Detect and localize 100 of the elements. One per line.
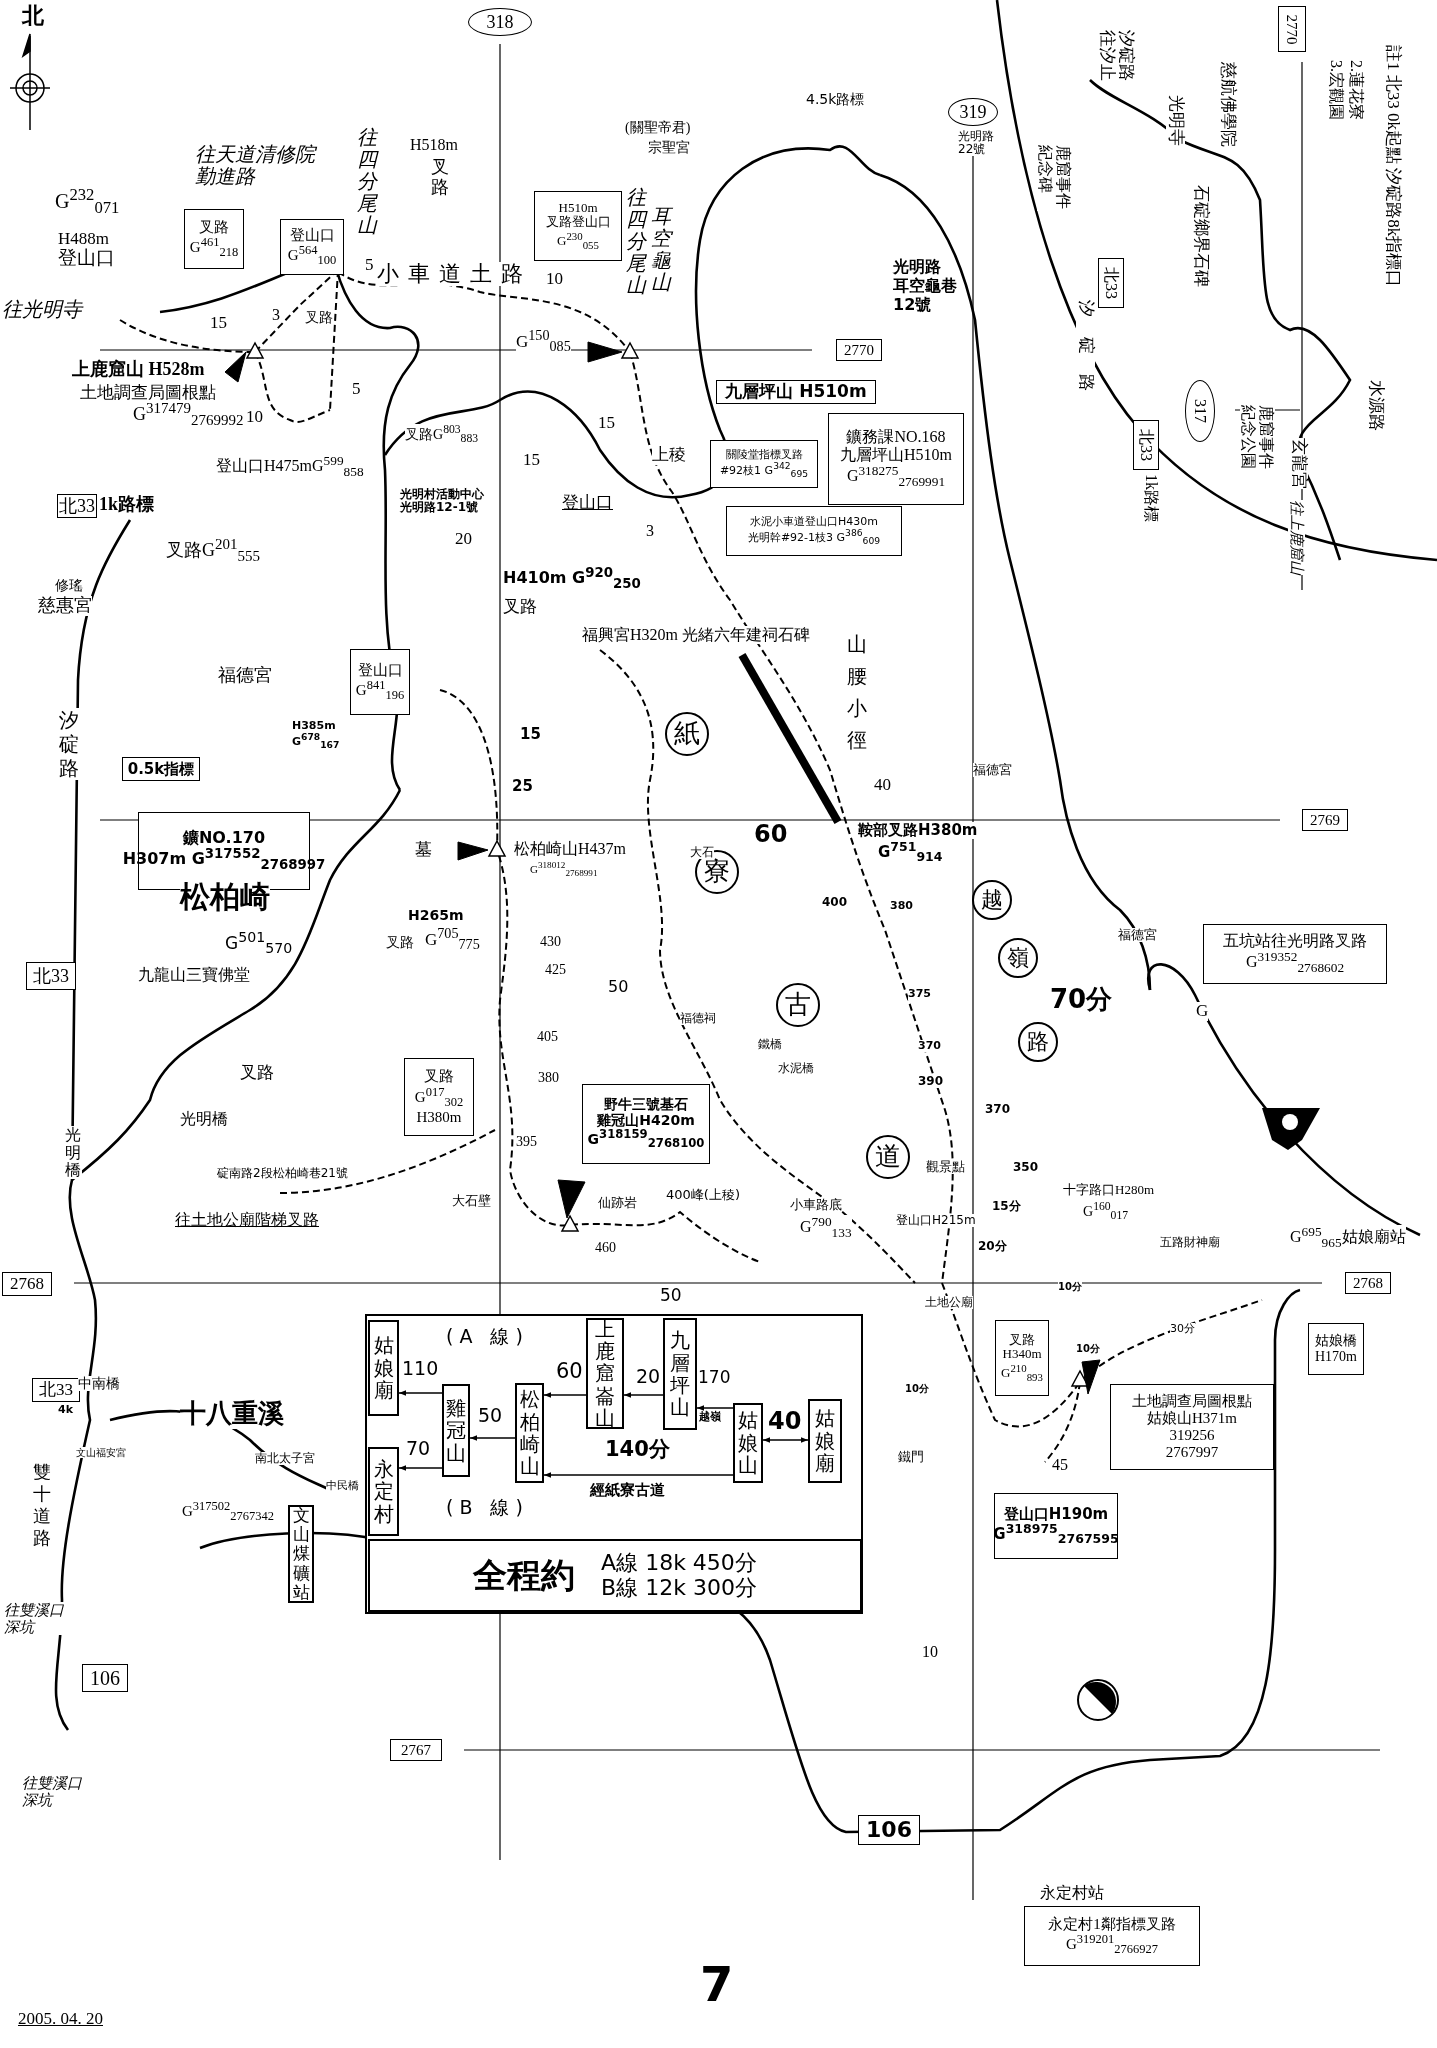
place-label: 4.5k路標 bbox=[806, 92, 865, 108]
note-text: 2.蓮花寮 bbox=[1347, 60, 1365, 120]
place-label: 慈惠宮 bbox=[38, 596, 92, 616]
region-label: 松柏崎 bbox=[180, 880, 270, 913]
coordinate-number: 2770 bbox=[844, 341, 874, 359]
road-number: 317 bbox=[1191, 399, 1209, 423]
route-number: 北33 bbox=[59, 495, 95, 517]
grid-coordinate-box bbox=[390, 1739, 442, 1761]
place-label: 上稜 bbox=[652, 446, 686, 465]
info-text: 叉路 bbox=[424, 1068, 454, 1085]
summary-text: A線 18k 450分 bbox=[601, 1550, 757, 1576]
info-text: 姑娘山H371m bbox=[1147, 1410, 1237, 1427]
grid-coordinate-box bbox=[1345, 1272, 1391, 1294]
place-name: 姑娘廟 bbox=[814, 1407, 836, 1475]
place-label: 400峰(上稜) bbox=[666, 1188, 740, 1203]
place-label: 鹿窟事件紀念公園 bbox=[1239, 405, 1275, 471]
place-label: 水源路 bbox=[1366, 380, 1385, 431]
info-box bbox=[710, 440, 818, 488]
place-label: 碇南路2段松柏崎巷21號 bbox=[217, 1167, 348, 1181]
circled-character bbox=[998, 938, 1038, 978]
info-text: 鑛務課NO.168 bbox=[846, 428, 946, 447]
circled-character bbox=[1018, 1022, 1058, 1062]
circled-character bbox=[866, 1135, 910, 1179]
arrow bbox=[543, 1472, 734, 1478]
place-label: 光明寺 bbox=[1166, 95, 1185, 146]
place-name: 文山煤礦站 bbox=[292, 1506, 310, 1602]
place-box bbox=[515, 1383, 544, 1483]
place-label: 光明路 bbox=[893, 258, 941, 276]
info-box bbox=[184, 209, 244, 269]
place-name: 上鹿窟崙山 bbox=[594, 1317, 616, 1430]
info-box bbox=[716, 380, 876, 404]
road-number: 319 bbox=[959, 101, 987, 123]
route-number-box bbox=[858, 1815, 920, 1845]
info-text: 鑛NO.170 bbox=[182, 829, 266, 848]
edge-label: 140分 bbox=[605, 1438, 670, 1462]
place-box bbox=[586, 1318, 624, 1429]
elevation-label: 390 bbox=[918, 1075, 944, 1089]
place-box bbox=[368, 1447, 399, 1536]
info-box bbox=[350, 649, 410, 715]
place-label: 叉路 bbox=[305, 310, 333, 326]
place-label: 松柏崎山H437m bbox=[514, 840, 626, 858]
place-label: 鐵門 bbox=[898, 1450, 924, 1465]
info-text: 登山口 bbox=[289, 226, 335, 244]
info-text: 野牛三號基石 bbox=[604, 1097, 688, 1113]
place-label: 汐碇路 bbox=[58, 708, 80, 780]
place-label: 土地公廟 bbox=[925, 1296, 973, 1310]
route-number: 106 bbox=[90, 1666, 120, 1690]
route-number-box bbox=[32, 1378, 80, 1402]
place-label: 叉路 bbox=[430, 158, 450, 198]
north-label: 北 bbox=[22, 4, 44, 29]
place-label: 仙跡岩 bbox=[598, 1196, 637, 1211]
route-character: 越 bbox=[981, 887, 1003, 913]
info-text: 九層坪山 H510m bbox=[725, 382, 867, 402]
place-name: 松柏崎山 bbox=[519, 1388, 540, 1478]
direction-label: 往光明寺 bbox=[2, 298, 82, 320]
coordinate-number: 2768 bbox=[10, 1274, 44, 1294]
place-label: 越嶺 bbox=[699, 1411, 721, 1424]
route-number-box bbox=[1098, 258, 1124, 308]
info-box bbox=[726, 506, 902, 556]
info-text: 水泥小車道登山口H430m bbox=[750, 515, 878, 529]
info-box bbox=[404, 1058, 474, 1136]
info-box bbox=[994, 1493, 1118, 1559]
arrow bbox=[623, 1392, 664, 1398]
route-number: 106 bbox=[866, 1817, 912, 1843]
summary-box bbox=[368, 1539, 862, 1612]
elevation-label: 370 bbox=[918, 1040, 941, 1053]
road-number-ellipse bbox=[1185, 380, 1215, 442]
info-text: 登山口H190m bbox=[1003, 1505, 1109, 1523]
place-label: 修瑤 bbox=[55, 578, 83, 594]
grid-coordinate-box bbox=[1278, 6, 1306, 52]
place-label: 耳空龜巷 bbox=[893, 277, 957, 295]
place-label: 墓 bbox=[415, 841, 432, 860]
route-character: 古 bbox=[785, 990, 811, 1020]
place-label: 光明橋 bbox=[64, 1126, 82, 1179]
place-label: 小車路底 bbox=[790, 1198, 842, 1213]
time-label: 15分 bbox=[992, 1200, 1021, 1214]
info-box bbox=[1110, 1384, 1274, 1470]
place-label: 南北太子宮 bbox=[255, 1452, 315, 1466]
place-label: 九龍山三寶佛堂 bbox=[138, 966, 250, 984]
place-label: 宗聖宮 bbox=[648, 140, 690, 156]
place-box bbox=[733, 1403, 763, 1483]
region-label: 十八重溪 bbox=[180, 1400, 284, 1429]
place-name: 九層坪山 bbox=[669, 1329, 691, 1419]
place-label: 土地調查局圖根點 bbox=[80, 384, 216, 403]
place-label: 中民橋 bbox=[326, 1480, 359, 1493]
place-label: 光明橋 bbox=[180, 1110, 228, 1128]
coordinate-number: 2770 bbox=[1283, 14, 1301, 44]
time-label: 70分 bbox=[1050, 985, 1113, 1014]
place-label: 叉路 bbox=[240, 1064, 274, 1083]
sign-label: 1k路標 bbox=[99, 495, 154, 515]
info-box bbox=[122, 757, 200, 781]
arrow bbox=[543, 1392, 587, 1398]
place-label: 上鹿窟山 H528m bbox=[72, 360, 205, 380]
circled-character bbox=[776, 983, 820, 1027]
circled-character bbox=[665, 712, 709, 756]
route-number-box bbox=[1133, 420, 1159, 470]
time-label: 30分 bbox=[1170, 1323, 1195, 1336]
arrow bbox=[398, 1390, 443, 1396]
info-text: 2767997 bbox=[1165, 1443, 1219, 1461]
time-label: 10分 bbox=[905, 1383, 929, 1394]
